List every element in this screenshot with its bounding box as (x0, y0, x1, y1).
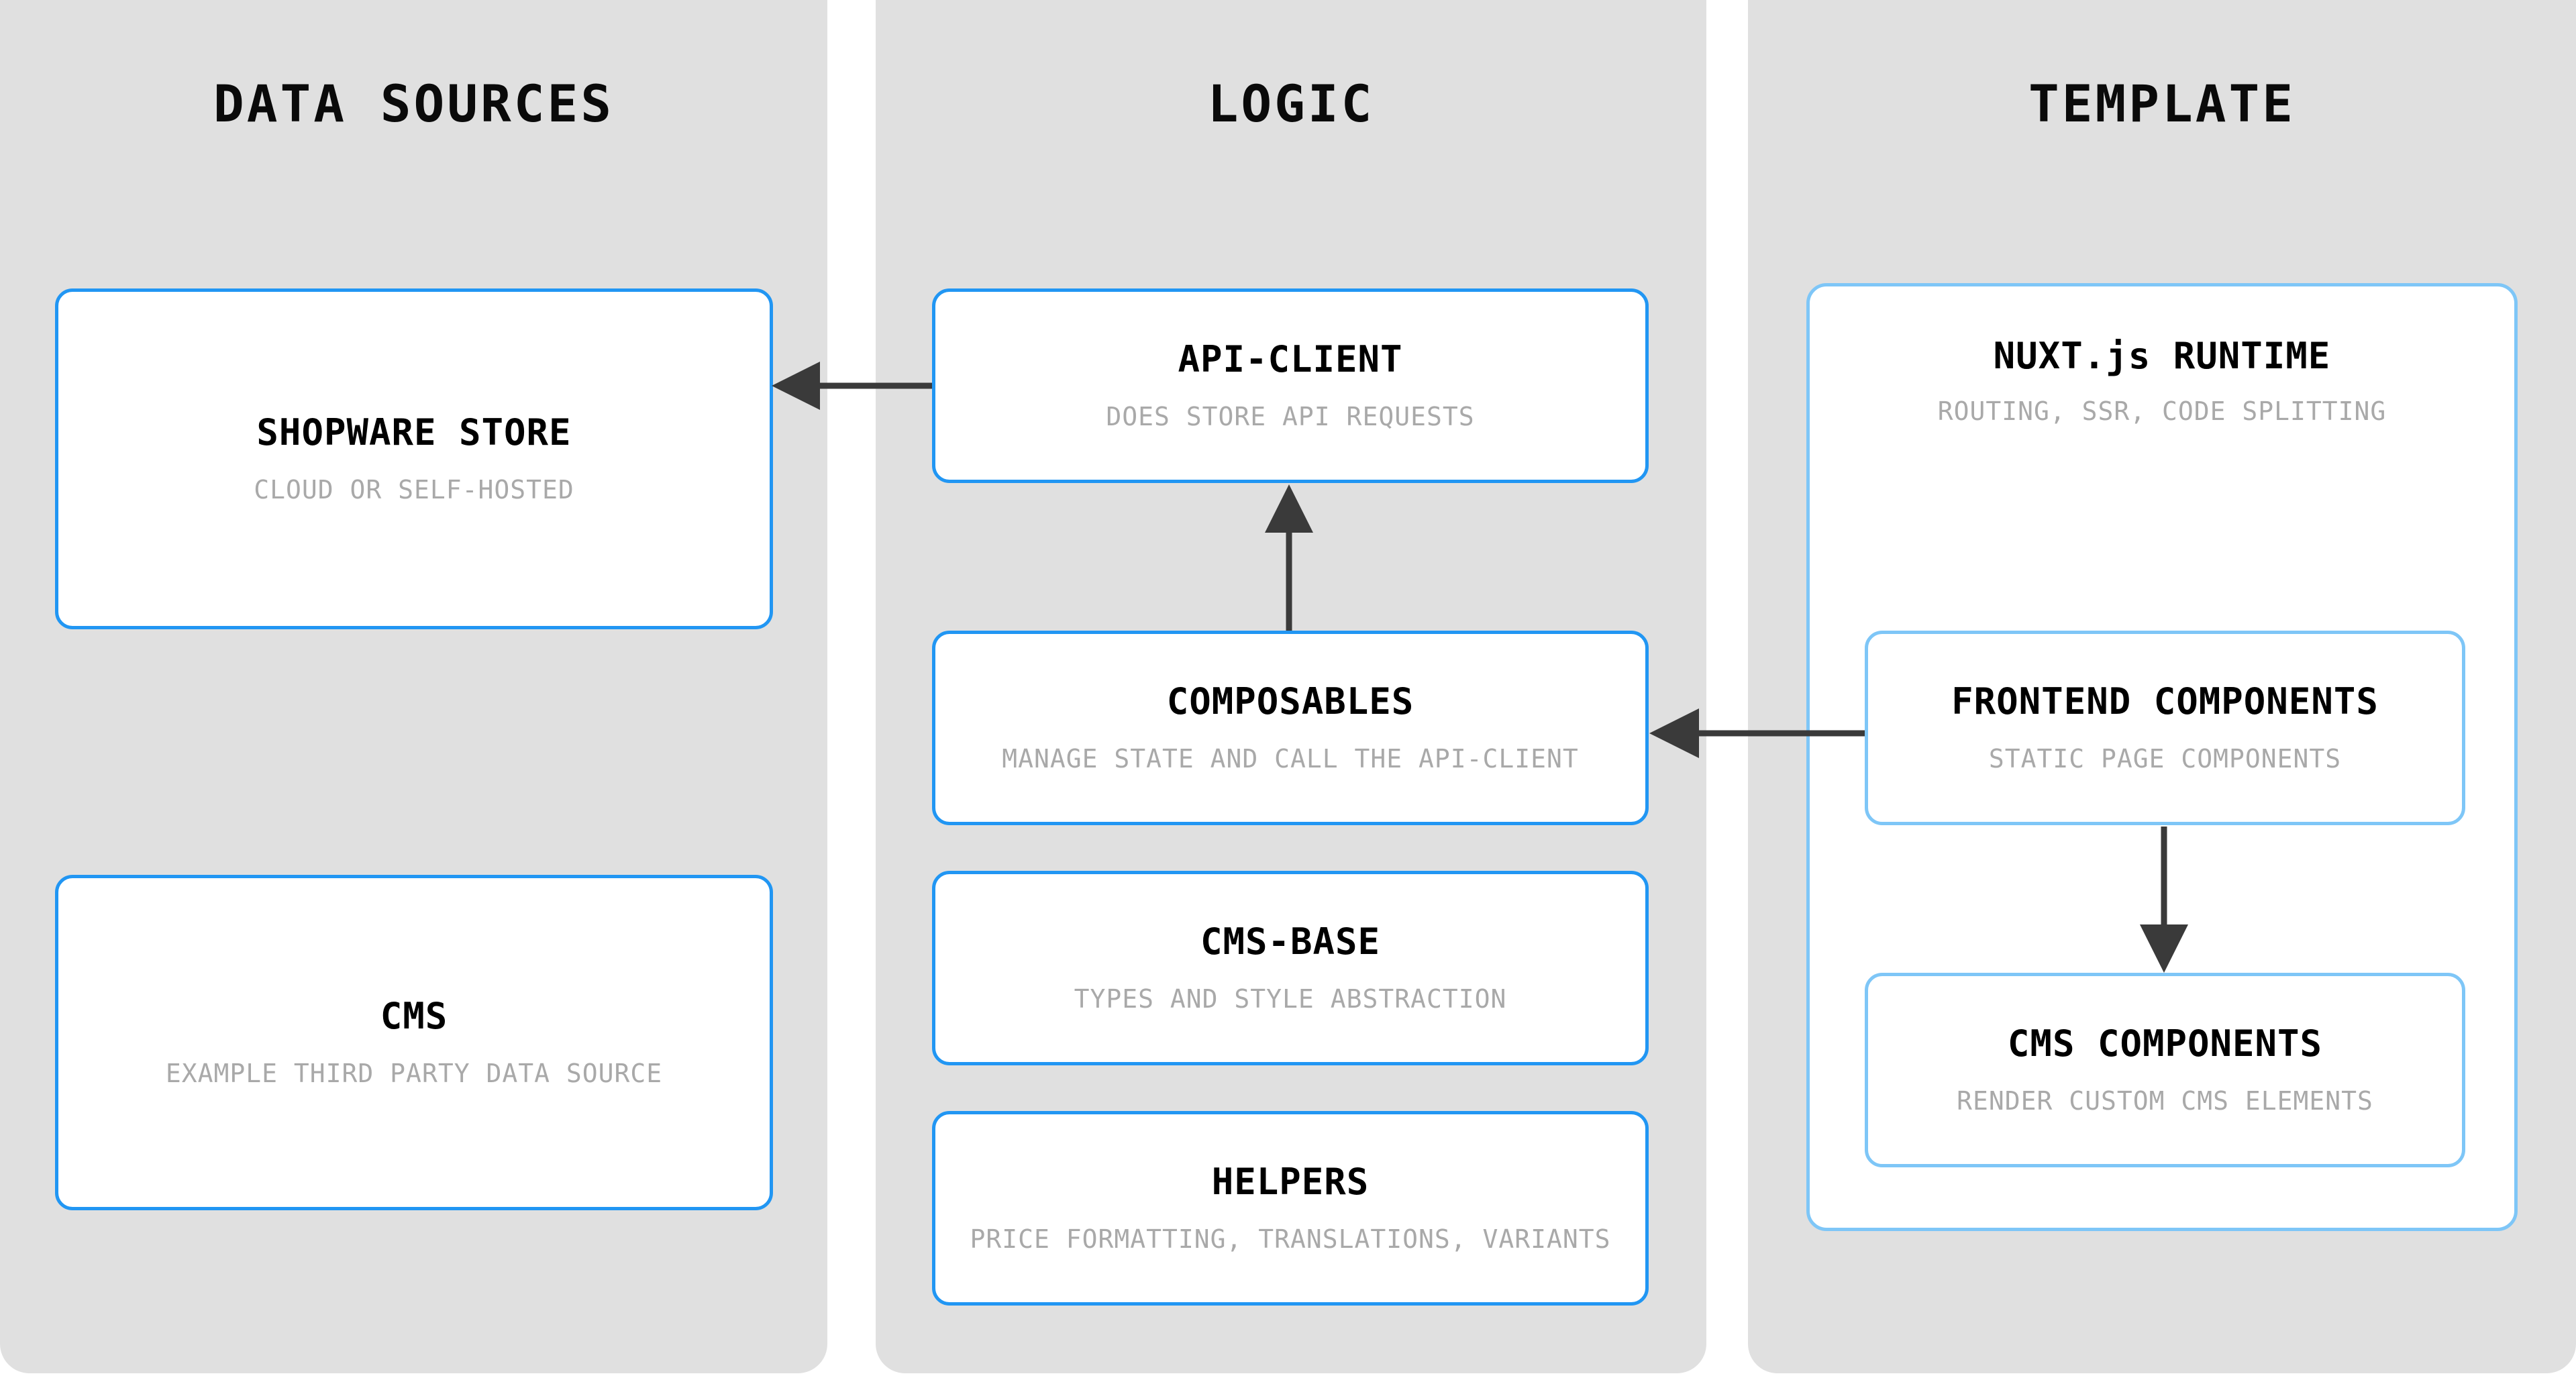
card-title-cms-base: CMS-BASE (1200, 920, 1381, 963)
card-subtitle-cms-base: TYPES AND STYLE ABSTRACTION (1074, 984, 1507, 1014)
card-title-helpers: HELPERS (1211, 1161, 1370, 1204)
card-subtitle-shopware-store: CLOUD OR SELF-HOSTED (254, 474, 574, 505)
card-api-client[interactable]: API-CLIENT DOES STORE API REQUESTS (932, 288, 1649, 483)
panel-title-data-sources: DATA SOURCES (213, 74, 615, 134)
card-title-composables: COMPOSABLES (1166, 680, 1414, 723)
card-title-cms-components: CMS COMPONENTS (2007, 1022, 2323, 1065)
card-cms-components[interactable]: CMS COMPONENTS RENDER CUSTOM CMS ELEMENT… (1865, 973, 2465, 1167)
card-composables[interactable]: COMPOSABLES MANAGE STATE AND CALL THE AP… (932, 631, 1649, 825)
card-helpers[interactable]: HELPERS PRICE FORMATTING, TRANSLATIONS, … (932, 1111, 1649, 1306)
card-title-api-client: API-CLIENT (1178, 338, 1403, 381)
card-frontend-components[interactable]: FRONTEND COMPONENTS STATIC PAGE COMPONEN… (1865, 631, 2465, 825)
card-title-cms: CMS (380, 995, 448, 1038)
card-subtitle-composables: MANAGE STATE AND CALL THE API-CLIENT (1002, 743, 1579, 774)
card-shopware-store[interactable]: SHOPWARE STORE CLOUD OR SELF-HOSTED (55, 288, 773, 629)
card-subtitle-cms-components: RENDER CUSTOM CMS ELEMENTS (1957, 1085, 2373, 1116)
panel-title-logic: LOGIC (1207, 74, 1375, 134)
panel-title-template: TEMPLATE (2028, 74, 2296, 134)
card-subtitle-cms: EXAMPLE THIRD PARTY DATA SOURCE (165, 1058, 663, 1088)
card-title-nuxt-runtime: NUXT.js RUNTIME (1993, 335, 2331, 377)
card-subtitle-helpers: PRICE FORMATTING, TRANSLATIONS, VARIANTS (970, 1224, 1611, 1254)
card-cms[interactable]: CMS EXAMPLE THIRD PARTY DATA SOURCE (55, 875, 773, 1210)
card-cms-base[interactable]: CMS-BASE TYPES AND STYLE ABSTRACTION (932, 871, 1649, 1065)
card-subtitle-nuxt-runtime: ROUTING, SSR, CODE SPLITTING (1937, 396, 2387, 427)
card-subtitle-frontend-components: STATIC PAGE COMPONENTS (1988, 743, 2342, 774)
card-subtitle-api-client: DOES STORE API REQUESTS (1106, 401, 1475, 431)
card-title-frontend-components: FRONTEND COMPONENTS (1951, 680, 2379, 723)
card-title-shopware-store: SHOPWARE STORE (256, 411, 572, 454)
